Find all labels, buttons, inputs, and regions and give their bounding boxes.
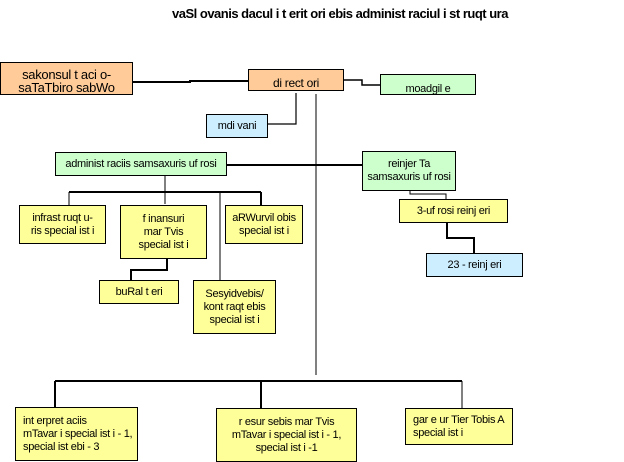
node-garemo: gar e ur Tier Tobis A special ist i [405,408,513,445]
node-label: mTavar i special ist i - 1, [23,427,133,440]
node-label: mdi vani [217,119,257,132]
node-label: gar e ur Tier Tobis A [413,413,505,426]
node-label: saTaTbiro sabWo [18,80,115,95]
node-label: special ist i [209,313,260,326]
node-moadgile: moadgil e [380,74,476,95]
node-resursebi: r esur sebis mar Tvis mTavar i special i… [216,408,357,462]
node-label: special ist ebi - 3 [23,440,100,453]
node-admin: administ raciis samsaxuris uf rosi [55,152,227,176]
node-label: kont raqt ebis [203,300,266,313]
node-label: Sesyidvebis/ [205,287,264,300]
node-director: di rect ori [248,69,344,91]
node-infra: infrast ruqt u- ris special ist i [19,205,106,244]
node-label: mar Tvis [143,225,184,238]
node-label: di rect ori [272,76,320,90]
node-finansuri: f inansuri mar Tvis special ist i [120,205,207,259]
node-label: r esur sebis mar Tvis [238,415,335,428]
node-sakonsultacio: sakonsul t aci o- saTaTbiro sabWo [0,62,133,95]
node-label: special ist i [138,238,189,251]
node-label: aRWurvil obis [232,211,296,224]
node-label: mTavar i special ist i - 1, [231,428,342,441]
node-label: int erpret aciis [23,414,87,427]
node-ufrosi-reinjeri: 3-uf rosi reinj eri [399,199,508,223]
node-label: samsaxuris uf rosi [367,171,451,183]
node-label: buRal t eri [115,285,163,298]
node-label: reinjer Ta [387,158,431,170]
node-label: administ raciis samsaxuris uf rosi [65,157,217,170]
node-label: special ist i [239,224,289,237]
node-label: 3-uf rosi reinj eri [416,204,491,217]
node-buRalteri: buRal t eri [99,280,179,304]
node-reinjeri: 23 - reinj eri [426,253,523,277]
node-reinjer: reinjer Ta samsaxuris uf rosi [362,151,456,191]
node-label: moadgil e [405,83,451,95]
node-aRWurviloba: aRWurvil obis special ist i [225,205,303,244]
node-label: sakonsul t aci o- [22,67,111,82]
node-label: special ist i [413,426,463,439]
node-label: special ist i -1 [255,441,318,454]
node-label: ris special ist i [30,224,95,237]
node-label: 23 - reinj eri [447,258,502,271]
node-label: infrast ruqt u- [32,211,93,224]
chart-title: vaSl ovanis dacul i t erit ori ebis admi… [172,6,508,21]
node-interpretacia: int erpret aciis mTavar i special ist i … [15,407,138,461]
node-label: f inansuri [142,212,185,225]
node-sesyidvebi: Sesyidvebis/ kont raqt ebis special ist … [193,280,276,334]
node-mdivani: mdi vani [206,114,268,138]
